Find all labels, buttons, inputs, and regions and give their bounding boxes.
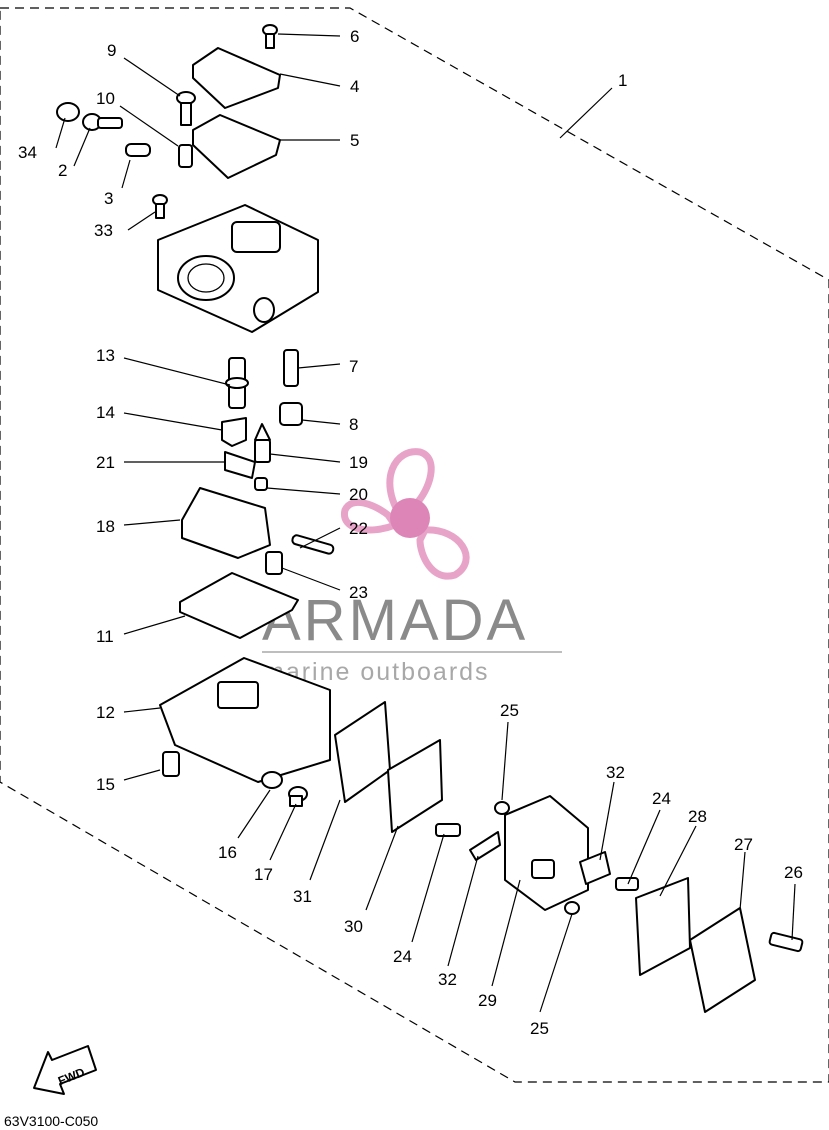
- part-20-screw: [254, 477, 268, 491]
- callout-32-upper: 32: [606, 763, 625, 782]
- part-31-gasket: [334, 701, 391, 803]
- callout-12: 12: [96, 703, 115, 722]
- part-25-nut-lower: [564, 901, 580, 915]
- callout-21: 21: [96, 453, 115, 472]
- callout-16: 16: [218, 843, 237, 862]
- part-8-plug: [279, 402, 303, 426]
- part-25-nut: [494, 801, 510, 815]
- diagram-code: 63V3100-C050: [4, 1113, 98, 1129]
- part-17-screw: [288, 786, 308, 807]
- callout-6: 6: [350, 27, 359, 46]
- callout-22: 22: [349, 519, 368, 538]
- callout-2: 2: [58, 161, 67, 180]
- callout-23: 23: [349, 583, 368, 602]
- propeller-logo-icon: [341, 448, 470, 580]
- callout-34: 34: [18, 143, 37, 162]
- callout-20: 20: [349, 485, 368, 504]
- callout-28: 28: [688, 807, 707, 826]
- callout-19: 19: [349, 453, 368, 472]
- part-24-screw: [435, 823, 461, 837]
- callout-24-lower: 24: [393, 947, 412, 966]
- carburetor-body: [157, 204, 319, 333]
- part-23-screw: [265, 551, 283, 575]
- fwd-arrow-icon: FWD: [33, 1045, 97, 1095]
- part-28-diaphragm: [635, 877, 691, 976]
- callout-8: 8: [349, 415, 358, 434]
- callout-32-lower: 32: [438, 970, 457, 989]
- part-16-washer: [261, 771, 283, 789]
- callout-29: 29: [478, 991, 497, 1010]
- part-30-diaphragm: [387, 739, 443, 833]
- part-14-main-jet: [221, 417, 247, 447]
- callout-15: 15: [96, 775, 115, 794]
- part-32-valve-right: [579, 851, 611, 885]
- part-4-cover: [192, 47, 281, 109]
- part-24-screw-right: [615, 877, 639, 891]
- callout-17: 17: [254, 865, 273, 884]
- callout-9: 9: [107, 41, 116, 60]
- part-2-pilot-screw: [82, 113, 123, 131]
- part-32-valve: [469, 831, 501, 861]
- part-19-needle-valve: [254, 423, 271, 463]
- part-13-main-nozzle: [225, 357, 249, 409]
- callout-3: 3: [104, 189, 113, 208]
- callout-30: 30: [344, 917, 363, 936]
- part-6-screw: [262, 24, 278, 49]
- part-27-pump-cover: [689, 907, 756, 1013]
- part-21-pin: [224, 451, 256, 479]
- part-18-float: [181, 487, 271, 559]
- callout-5: 5: [350, 131, 359, 150]
- part-7-jet: [283, 349, 299, 387]
- callout-31: 31: [293, 887, 312, 906]
- callout-11: 11: [96, 627, 114, 646]
- part-33-screw: [152, 194, 168, 219]
- callout-7: 7: [349, 357, 358, 376]
- callout-labels: 1 2 3 4 5 6 7 8 9 10 11 12 13 14 15 16 1…: [18, 27, 803, 1038]
- part-10-spring: [178, 144, 193, 168]
- callout-13: 13: [96, 346, 115, 365]
- part-26-bolt: [768, 931, 804, 953]
- watermark-brand: ARMADA: [262, 588, 528, 653]
- part-11-float-chamber-gasket: [179, 572, 299, 639]
- part-22-pin: [291, 534, 335, 555]
- callout-25-upper: 25: [500, 701, 519, 720]
- callout-24-upper: 24: [652, 789, 671, 808]
- part-15-drain-screw: [162, 751, 180, 777]
- callout-33: 33: [94, 221, 113, 240]
- callout-26: 26: [784, 863, 803, 882]
- callout-25-lower: 25: [530, 1019, 549, 1038]
- callout-1: 1: [618, 71, 627, 90]
- leader-lines: [55, 33, 796, 1013]
- callout-18: 18: [96, 517, 115, 536]
- part-9-screw: [176, 91, 196, 126]
- part-12-float-chamber: [159, 657, 331, 783]
- callout-4: 4: [350, 77, 359, 96]
- part-3-spring: [125, 143, 151, 157]
- watermark: ARMADA marine outboards: [262, 448, 562, 686]
- assembly-boundary: [0, 7, 829, 1083]
- part-34-cap: [56, 102, 80, 122]
- callout-10: 10: [96, 89, 115, 108]
- part-29-fuel-pump-body: [504, 795, 589, 911]
- part-5-gasket: [192, 114, 281, 179]
- callout-14: 14: [96, 403, 115, 422]
- callout-27: 27: [734, 835, 753, 854]
